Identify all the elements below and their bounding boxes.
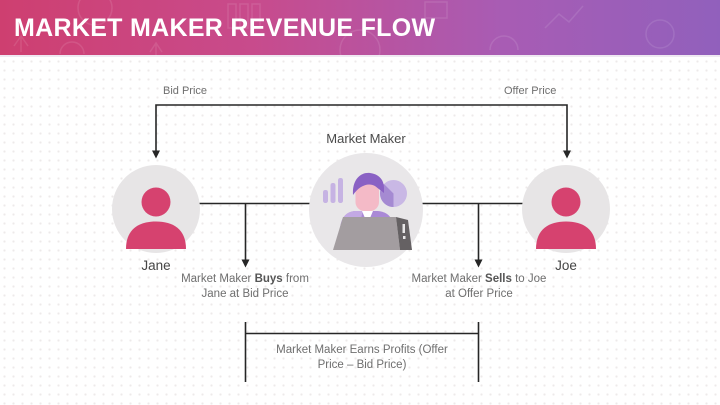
buys-arrowhead <box>241 259 250 268</box>
sells-annotation-pre: Market Maker <box>411 273 486 285</box>
top-connector-line <box>155 104 568 151</box>
buys-annotation-line2: Jane at Bid Price <box>201 288 289 300</box>
jane-avatar <box>112 165 200 253</box>
market-maker-avatar <box>309 153 423 267</box>
trader-at-laptop-icon <box>309 153 423 267</box>
offer-price-label: Offer Price <box>504 85 557 97</box>
laptop-icon <box>333 217 412 250</box>
profit-annotation-line1: Market Maker Earns Profits (Offer <box>276 344 448 356</box>
sells-annotation-post: to Joe <box>511 273 547 285</box>
person-icon <box>112 165 200 253</box>
buys-annotation-post: from <box>282 273 309 285</box>
slide-title: MARKET MAKER REVENUE FLOW <box>14 14 436 42</box>
buys-annotation-bold: Buys <box>254 273 283 285</box>
buys-annotation: Market Maker Buys from Jane at Bid Price <box>155 272 335 302</box>
sells-annotation: Market Maker Sells to Joe at Offer Price <box>389 272 569 302</box>
sells-annotation-line2: at Offer Price <box>445 288 513 300</box>
buys-annotation-pre: Market Maker <box>181 273 255 285</box>
person-icon <box>522 165 610 253</box>
header-doodle-pattern <box>13 0 675 57</box>
market-maker-label: Market Maker <box>326 131 406 146</box>
bar-chart-icon <box>323 178 343 203</box>
joe-label: Joe <box>555 258 577 273</box>
offer-arrowhead <box>563 150 571 159</box>
bid-arrowhead <box>152 150 160 159</box>
pie-chart-icon <box>379 180 407 207</box>
profit-annotation-line2: Price – Bid Price) <box>317 359 407 371</box>
jane-label: Jane <box>141 258 171 273</box>
profit-annotation: Market Maker Earns Profits (Offer Price … <box>235 343 489 373</box>
bid-price-label: Bid Price <box>163 85 208 97</box>
joe-avatar <box>522 165 610 253</box>
sells-annotation-bold: Sells <box>485 273 512 285</box>
header-banner: MARKET MAKER REVENUE FLOW <box>0 0 720 57</box>
sells-arrowhead <box>474 259 483 268</box>
